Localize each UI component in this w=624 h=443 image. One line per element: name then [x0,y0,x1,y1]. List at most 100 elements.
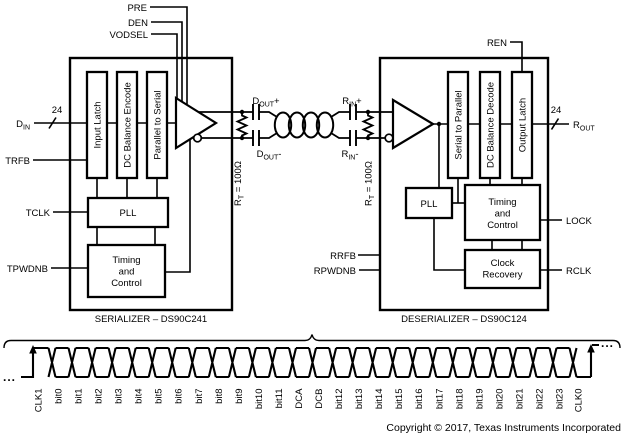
svg-text:Clock: Clock [491,258,515,269]
vodsel-pin-label: VODSEL [109,30,148,41]
rout-bus-width-label: 24 [551,105,562,116]
timing-label-bit3: bit3 [114,389,125,404]
rpwdnb-pin-label: RPWDNB [314,266,356,277]
twisted-pair [273,111,335,139]
din-bus-slash [48,117,57,129]
ellipsis-left: ... [3,370,16,384]
deserializer-pll-to-clock-recovery-wire [433,218,465,271]
rout-pin-label: ROUT [573,120,595,133]
deserializer-block-wires [457,178,523,203]
svg-text:and: and [495,209,511,220]
parallel-to-serial-block [145,70,169,180]
serializer-block-to-pll-wires [96,178,158,198]
ellipsis-right: ... [601,336,614,350]
input-latch-label: Input Latch [92,101,103,148]
den-pin-label: DEN [128,18,148,29]
junction-dot [239,135,245,141]
dc-balance-decode-label: DC Balance Decode [485,82,496,168]
tclk-pin-label: TCLK [26,208,51,219]
rin-channel-lines [330,111,393,139]
timing-label-bit20: bit20 [494,389,505,410]
clk1-edge-arrow [29,345,37,354]
serial-waveform [21,343,599,379]
ren-wire [510,41,523,72]
serializer-timing-control-block [86,243,167,299]
serializer-timing-feedback-wire [165,139,191,273]
output-latch-label: Output Latch [517,98,528,152]
dout-minus-label: DOUT- [257,149,282,162]
timing-label-bit4: bit4 [134,389,145,404]
deserializer-pll-block [404,186,454,220]
timing-label-bit9: bit9 [234,389,245,404]
timing-label-bit5: bit5 [154,389,165,404]
dc-balance-encode-block [115,70,139,180]
deserializer-section: Serial to Parallel DC Balance Decode Out… [314,38,596,325]
clock-recovery-block [463,248,542,290]
rin-plus-label: RIN+ [342,96,362,109]
timing-label-bit11: bit11 [274,389,285,409]
coupling-capacitors [252,104,357,146]
timing-label-bit22: bit22 [535,389,546,410]
termination-value-left: RT = 100Ω [233,161,246,206]
svg-text:and: and [119,267,135,278]
rout-bus-slash [550,118,560,130]
rin-minus-label: RIN- [341,149,358,162]
junction-dot [365,109,371,115]
copyright-notice: Copyright © 2017, Texas Instruments Inco… [386,422,621,434]
timing-label-CLK0: CLK0 [574,389,585,413]
termination-resistor-right [361,112,375,138]
timing-label-bit0: bit0 [54,389,65,404]
timing-label-DCB: DCB [314,389,325,409]
timing-label-bit19: bit19 [474,389,485,410]
dout-plus-label: DOUT+ [252,96,280,109]
junction-dot [239,109,245,115]
serializer-pll-label: PLL [120,208,137,219]
junction-dot [365,135,371,141]
timing-label-DCA: DCA [294,388,305,409]
serializer-pll-block [86,196,170,229]
timing-label-bit8: bit8 [214,389,225,404]
timing-label-bit15: bit15 [394,389,405,410]
dc-balance-encode-label: DC Balance Encode [122,82,133,168]
input-latch-block [85,70,109,180]
sequence-brace [3,334,621,349]
differential-channel: DOUT+ DOUT- RIN+ RIN- RT = 100Ω RT = 100… [198,96,393,206]
svg-text:Timing: Timing [112,255,140,266]
parallel-to-serial-label: Parallel to Serial [152,90,163,159]
trfb-pin-label: TRFB [5,156,30,167]
deserializer-title: DESERIALIZER – DS90C124 [401,314,527,325]
timing-label-bit7: bit7 [194,389,205,404]
svg-text:Control: Control [111,278,142,289]
timing-label-bit18: bit18 [454,389,465,410]
pre-den-vodsel-wires [150,6,188,104]
serializer-timing-control-label: Timing and Control [111,255,142,289]
deserializer-timing-control-label: Timing and Control [487,197,518,231]
serializer-title: SERIALIZER – DS90C241 [95,314,207,325]
timing-label-bit14: bit14 [374,389,385,410]
timing-to-clock-recovery-wires [491,240,523,250]
timing-label-bit12: bit12 [334,389,345,410]
timing-label-bit6: bit6 [174,389,185,404]
dc-balance-decode-block [478,70,502,180]
rrfb-pin-label: RRFB [330,251,356,262]
timing-label-bit2: bit2 [94,389,105,404]
deserializer-pll-label: PLL [421,199,438,210]
timing-label-bit21: bit21 [514,389,525,410]
termination-resistor-left [235,112,249,138]
lock-pin-label: LOCK [566,216,593,227]
rclk-pin-label: RCLK [566,266,592,277]
receiver-output-junction [436,121,442,127]
ren-pin-label: REN [487,38,507,49]
timing-label-bit16: bit16 [414,389,425,410]
serial-to-parallel-block [446,70,470,180]
timing-label-bit10: bit10 [254,389,265,410]
pre-pin-label: PRE [127,3,147,14]
driver-inverting-bubble [192,133,203,143]
rrfb-rpwdnb-wires [358,254,380,271]
serial-to-parallel-label: Serial to Parallel [453,90,464,159]
timing-label-bit13: bit13 [354,389,365,410]
line-receiver-triangle [391,98,436,150]
svg-text:Recovery: Recovery [482,270,522,281]
